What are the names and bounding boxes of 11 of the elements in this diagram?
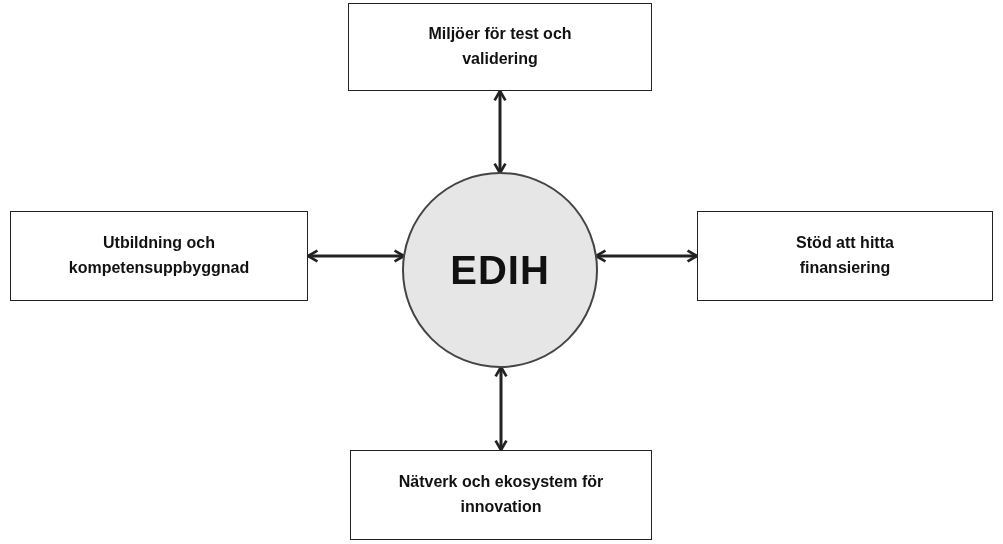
topic-box (697, 211, 993, 301)
double-arrow (494, 365, 508, 452)
topic-box (350, 450, 652, 540)
double-arrow (493, 89, 507, 175)
topic-label: Utbildning och kompetensuppbyggnad (67, 233, 251, 278)
topic-box (10, 211, 308, 301)
topic-box (348, 3, 652, 91)
topic-label: Miljöer för test och validering (427, 24, 573, 69)
topic-label: Stöd att hitta finansiering (795, 233, 895, 278)
hub-label: EDIH (450, 247, 550, 293)
topic-label: Nätverk och ekosystem för innovation (397, 472, 605, 517)
